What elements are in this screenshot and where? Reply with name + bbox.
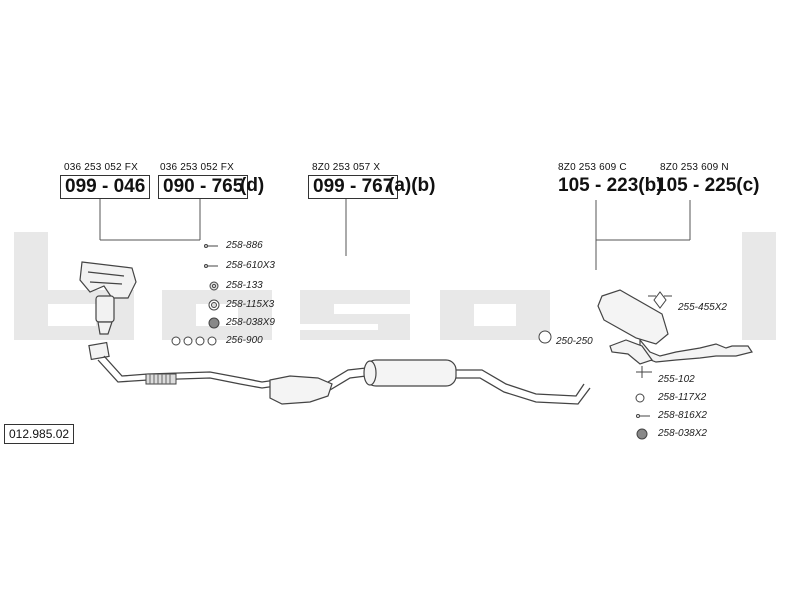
accessory-label[interactable]: 258-115X3 [226, 299, 275, 310]
part-number-3[interactable]: 099 - 767 [308, 175, 399, 199]
mid-pipe [327, 367, 367, 391]
accessory-label[interactable]: 255-102 [658, 374, 695, 385]
part-number-4[interactable]: 105 - 223(b) [558, 175, 663, 196]
part-number-2[interactable]: 090 - 765 [158, 175, 249, 199]
rear-pipe [456, 369, 591, 405]
leader-lines [99, 198, 691, 270]
part-number-1[interactable]: 099 - 046 [60, 175, 151, 199]
diagram-reference: 012.985.02 [4, 424, 75, 444]
part-number-3-suffix: (a)(b) [388, 175, 436, 196]
rear-silencer [597, 289, 753, 365]
oem-number-4: 8Z0 253 609 C [558, 162, 627, 173]
accessory-icons-left [171, 244, 220, 346]
oem-number-3: 8Z0 253 057 X [312, 162, 381, 173]
accessory-label[interactable]: 258-133 [226, 280, 263, 291]
part-number-5[interactable]: 105 - 225(c) [656, 175, 760, 196]
part-number-3-label: 099 - 767 [313, 176, 394, 197]
front-pipe [97, 355, 277, 389]
center-catalyst [269, 375, 333, 405]
accessory-label-top-right[interactable]: 255-455X2 [678, 302, 727, 313]
manifold-catalyst [79, 261, 137, 361]
oem-number-1: 036 253 052 FX [64, 162, 138, 173]
center-muffler [363, 359, 457, 387]
accessory-label[interactable]: 256-900 [226, 335, 263, 346]
oem-number-5: 8Z0 253 609 N [660, 162, 729, 173]
accessory-label[interactable]: 258-038X2 [658, 428, 707, 439]
accessory-label[interactable]: 258-816X2 [658, 410, 707, 421]
part-number-2-label: 090 - 765 [163, 176, 244, 197]
accessory-label[interactable]: 258-117X2 [658, 392, 707, 403]
accessory-label[interactable]: 258-038X9 [226, 317, 275, 328]
accessory-label[interactable]: 258-886 [226, 240, 263, 251]
oem-number-2: 036 253 052 FX [160, 162, 234, 173]
flex-pipe [145, 373, 177, 385]
part-number-1-label: 099 - 046 [65, 176, 146, 197]
accessory-label[interactable]: 258-610X3 [226, 260, 275, 271]
part-number-2-suffix: (d) [240, 175, 265, 196]
accessory-label-mid[interactable]: 250-250 [556, 336, 593, 347]
accessory-icons-right [538, 291, 672, 440]
